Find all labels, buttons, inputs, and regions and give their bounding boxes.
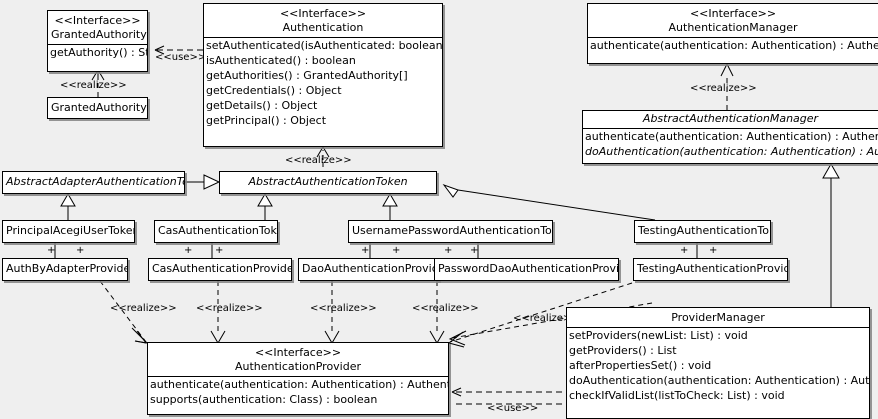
class-provider-manager-methods: setProviders(newList: List) : void getPr… [567, 327, 869, 403]
class-abstract-authentication-token[interactable]: AbstractAuthenticationToken [219, 171, 437, 194]
class-auth-by-adapter-provider-name: AuthByAdapterProvider [6, 262, 128, 275]
class-cas-authentication-token[interactable]: CasAuthenticationToken [154, 220, 278, 243]
multiplicity-cas-right: + [215, 245, 224, 256]
edge-label-use-authentication-grantedauthority: <<use>> [155, 52, 207, 63]
class-authentication-provider-stereotype: <<Interface>> [254, 346, 342, 359]
class-username-password-authentication-token[interactable]: UsernamePasswordAuthenticationToken [348, 220, 553, 243]
multiplicity-userpass-a-left: + [361, 245, 370, 256]
class-granted-authority-impl[interactable]: GrantedAuthorityImpl [47, 97, 148, 119]
edge-label-realize-testingprovider: <<realize>> [513, 313, 580, 324]
class-username-password-authentication-token-name: UsernamePasswordAuthenticationToken [352, 224, 553, 237]
class-testing-authentication-provider-name: TestingAuthenticationProvider [637, 262, 788, 275]
edge-generalize-userpasstoken-abstracttoken [382, 193, 398, 220]
method-getprincipal: getPrincipal() : Object [206, 114, 327, 127]
multiplicity-userpass-b-right: + [470, 245, 479, 256]
method-doauthentication: doAuthentication(authentication: Authent… [569, 374, 870, 387]
multiplicity-userpass-a-right: + [392, 245, 401, 256]
edge-generalize-providermanager-abstractauthmanager [822, 162, 840, 307]
edge-generalize-testingtoken-abstracttoken [442, 183, 656, 221]
method-doauthentication: doAuthentication(authentication: Authent… [585, 145, 878, 158]
class-principal-acegi-user-token-name: PrincipalAcegiUserToken [6, 224, 135, 237]
class-authentication-manager-stereotype: <<Interface>> [689, 7, 777, 20]
edge-label-use-providermanager: <<use>> [487, 403, 539, 414]
class-principal-acegi-user-token[interactable]: PrincipalAcegiUserToken [2, 220, 135, 243]
class-authentication-stereotype: <<Interface>> [279, 7, 367, 20]
edge-label-realize-passworddaoprovider: <<realize>> [412, 303, 479, 314]
class-cas-authentication-token-name: CasAuthenticationToken [158, 224, 278, 237]
class-authentication-manager-methods: authenticate(authentication: Authenticat… [588, 37, 878, 53]
method-getauthorities: getAuthorities() : GrantedAuthority[] [206, 69, 408, 82]
class-authentication-provider-name: AuthenticationProvider [234, 360, 362, 373]
class-granted-authority-impl-name: GrantedAuthorityImpl [51, 101, 147, 114]
class-cas-authentication-provider-name: CasAuthenticationProvider [152, 262, 292, 275]
class-authentication-provider-methods: authenticate(authentication: Authenticat… [148, 376, 448, 407]
edge-generalize-principalacegi-adaptertoken [60, 193, 76, 220]
class-cas-authentication-provider[interactable]: CasAuthenticationProvider [148, 258, 292, 281]
method-getdetails: getDetails() : Object [206, 99, 318, 112]
class-testing-authentication-token[interactable]: TestingAuthenticationToken [634, 220, 771, 243]
class-authentication-name: Authentication [282, 21, 364, 34]
class-abstract-adapter-authentication-token[interactable]: AbstractAdapterAuthenticationToken [2, 171, 185, 194]
method-isauthenticated: isAuthenticated() : boolean [206, 54, 356, 67]
edge-generalize-castoken-abstracttoken [257, 193, 273, 220]
edge-generalize-adaptertoken-abstracttoken [185, 174, 221, 190]
method-authenticate: authenticate(authentication: Authenticat… [150, 378, 449, 391]
class-abstract-authentication-manager[interactable]: AbstractAuthenticationManager authentica… [582, 110, 878, 164]
method-getauthority: getAuthority() : String [50, 46, 147, 59]
class-granted-authority-stereotype: <<Interface>> [54, 14, 141, 27]
class-authentication-manager[interactable]: <<Interface>> AuthenticationManager auth… [587, 3, 878, 64]
method-authenticate: authenticate(authentication: Authenticat… [585, 130, 878, 143]
edge-label-realize-authbyadapter: <<realize>> [110, 303, 177, 314]
class-testing-authentication-provider[interactable]: TestingAuthenticationProvider [633, 258, 788, 281]
class-testing-authentication-token-name: TestingAuthenticationToken [638, 224, 770, 237]
multiplicity-userpass-b-left: + [444, 245, 453, 256]
edge-label-realize-abstracttoken-authentication: <<realize>> [285, 155, 352, 166]
multiplicity-testing-right: + [709, 245, 718, 256]
method-getproviders: getProviders() : List [569, 344, 677, 357]
method-afterpropertiesset: afterPropertiesSet() : void [569, 359, 712, 372]
edge-label-realize-abstractauthmanager: <<realize>> [690, 83, 757, 94]
class-authentication-methods: setAuthenticated(isAuthenticated: boolea… [204, 37, 442, 128]
method-authenticate: authenticate(authentication: Authenticat… [590, 39, 878, 52]
multiplicity-principalacegi-right: + [76, 245, 85, 256]
class-granted-authority-methods: getAuthority() : String [48, 44, 147, 60]
class-abstract-authentication-manager-name: AbstractAuthenticationManager [642, 112, 819, 125]
class-authentication[interactable]: <<Interface>> Authentication setAuthenti… [203, 3, 443, 147]
class-authentication-provider[interactable]: <<Interface>> AuthenticationProvider aut… [147, 342, 449, 415]
method-supports: supports(authentication: Class) : boolea… [150, 393, 378, 406]
multiplicity-cas-left: + [184, 245, 193, 256]
edge-label-realize-grantedauthorityimpl: <<realize>> [60, 80, 127, 91]
method-setauthenticated: setAuthenticated(isAuthenticated: boolea… [206, 39, 443, 52]
multiplicity-testing-left: + [680, 245, 689, 256]
class-auth-by-adapter-provider[interactable]: AuthByAdapterProvider [2, 258, 128, 281]
class-password-dao-authentication-provider[interactable]: PasswordDaoAuthenticationProvider [434, 258, 619, 281]
class-password-dao-authentication-provider-name: PasswordDaoAuthenticationProvider [438, 262, 619, 275]
edge-label-realize-casprovider: <<realize>> [196, 303, 263, 314]
edge-label-realize-daoprovider: <<realize>> [310, 303, 377, 314]
class-abstract-authentication-token-name: AbstractAuthenticationToken [248, 175, 408, 188]
class-dao-authentication-provider-name: DaoAuthenticationProvider [302, 262, 439, 275]
class-abstract-adapter-authentication-token-name: AbstractAdapterAuthenticationToken [6, 175, 184, 188]
method-getcredentials: getCredentials() : Object [206, 84, 342, 97]
class-authentication-manager-name: AuthenticationManager [668, 21, 798, 34]
method-setproviders: setProviders(newList: List) : void [569, 329, 748, 342]
class-granted-authority[interactable]: <<Interface>> GrantedAuthority getAuthor… [47, 10, 148, 72]
method-checkifvalidlist: checkIfValidList(listToCheck: List) : vo… [569, 389, 785, 402]
class-abstract-authentication-manager-methods: authenticate(authentication: Authenticat… [583, 128, 878, 159]
class-provider-manager-name: ProviderManager [671, 311, 765, 324]
multiplicity-principalacegi-left: + [47, 245, 56, 256]
class-provider-manager[interactable]: ProviderManager setProviders(newList: Li… [566, 307, 870, 419]
class-granted-authority-name: GrantedAuthority [51, 28, 147, 41]
class-dao-authentication-provider[interactable]: DaoAuthenticationProvider [298, 258, 439, 281]
